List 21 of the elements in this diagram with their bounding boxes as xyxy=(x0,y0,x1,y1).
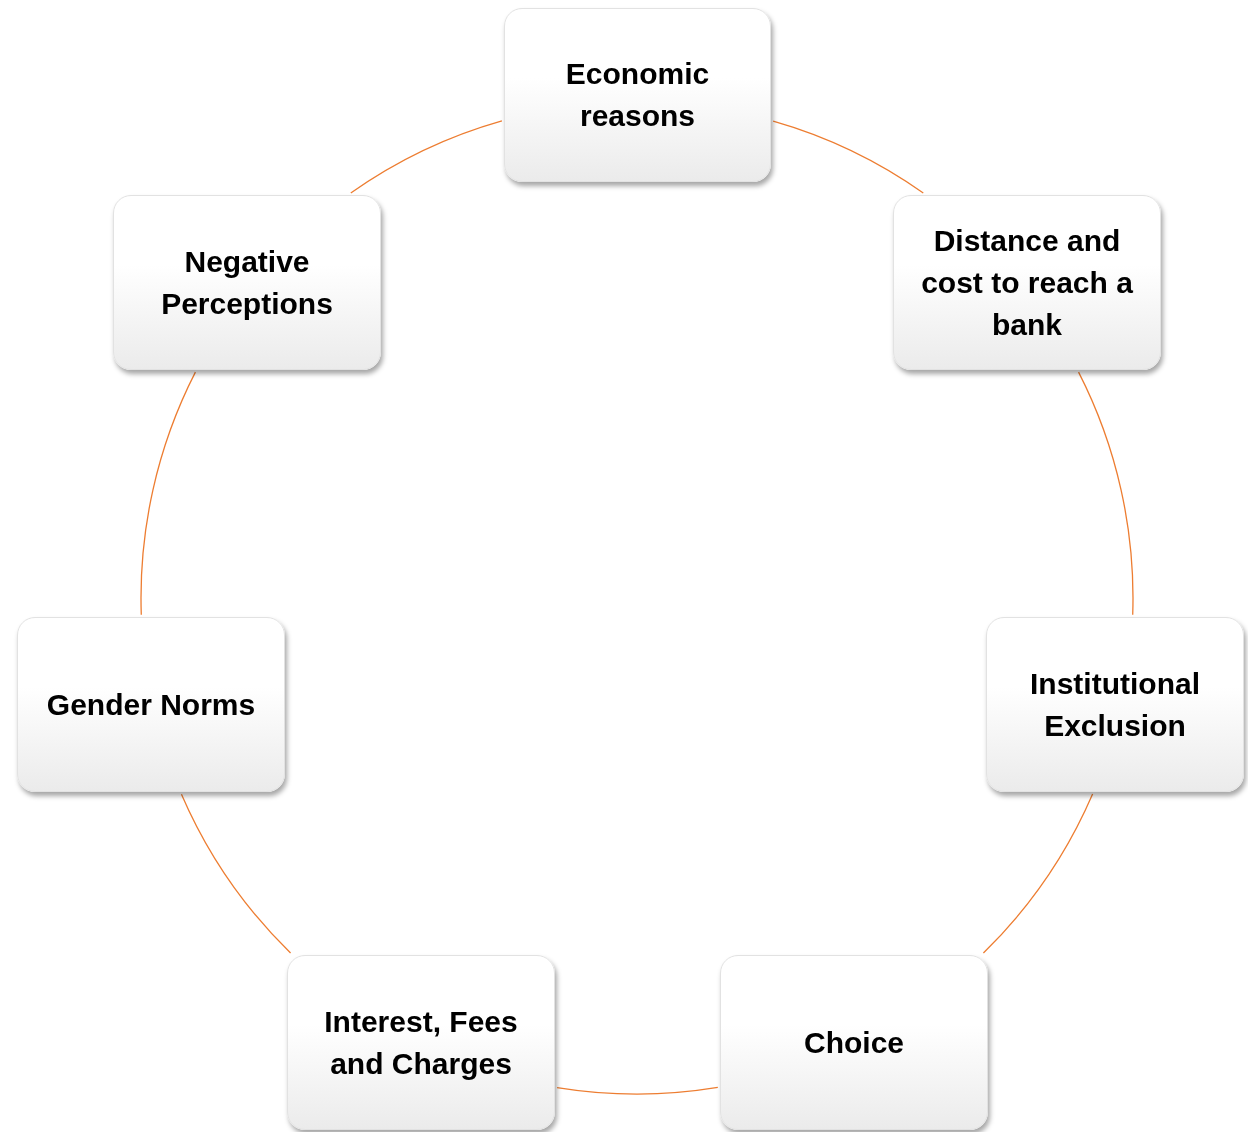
box-label: Distance and cost to reach a bank xyxy=(920,222,1134,343)
box-label: Economic reasons xyxy=(564,56,711,134)
rounded-box xyxy=(986,617,1244,792)
box-label: Interest, Fees and Charges xyxy=(323,1003,519,1082)
rounded-box xyxy=(504,8,771,182)
connector-arc xyxy=(180,793,292,954)
rounded-box xyxy=(893,195,1161,370)
connector-arc xyxy=(140,371,197,616)
rounded-box xyxy=(720,955,988,1130)
rounded-box xyxy=(17,617,285,792)
box-label: Institutional Exclusion xyxy=(1029,665,1201,744)
rounded-box xyxy=(113,195,381,370)
box-label: Choice xyxy=(804,1024,904,1061)
connector-arc xyxy=(1077,371,1134,616)
box-label: Negative Perceptions xyxy=(160,243,334,322)
connector-arc xyxy=(556,1086,719,1095)
box-label: Gender Norms xyxy=(46,686,256,723)
connector-arc xyxy=(350,120,503,194)
connector-arc xyxy=(772,120,924,194)
connector-arc xyxy=(982,793,1094,954)
rounded-box xyxy=(287,955,555,1130)
